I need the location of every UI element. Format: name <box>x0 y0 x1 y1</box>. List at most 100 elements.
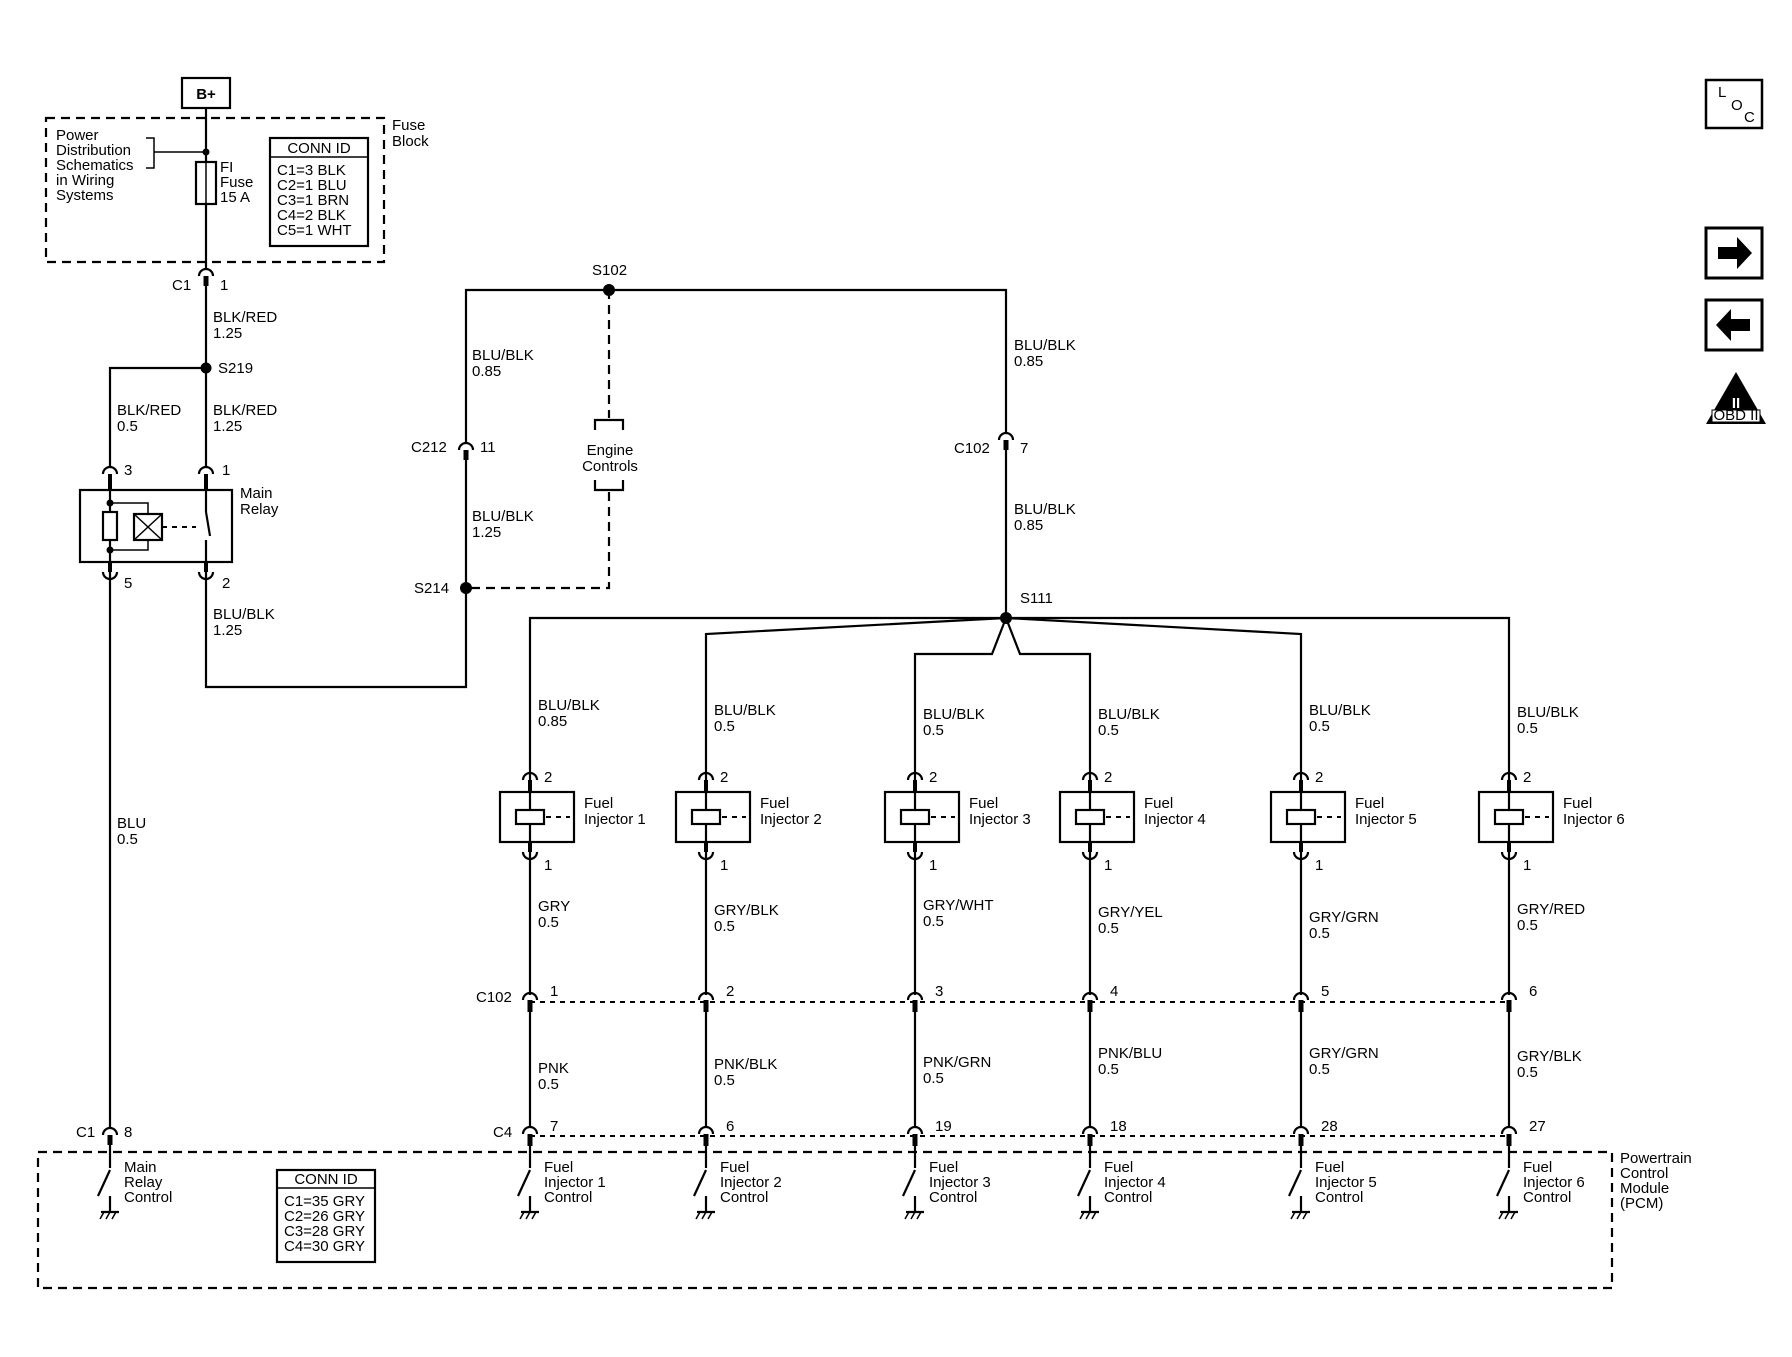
splice-s214 <box>460 582 472 594</box>
arrow-left-icon[interactable] <box>1704 298 1764 352</box>
loc-icon[interactable]: L O C <box>1704 78 1764 130</box>
svg-text:C212: C212 <box>411 439 447 456</box>
svg-text:3: 3 <box>124 462 132 479</box>
svg-text:8: 8 <box>124 1124 132 1141</box>
svg-text:C3=28 GRY: C3=28 GRY <box>284 1223 365 1240</box>
connector-c212: C212 11 <box>411 439 496 460</box>
pin-label: 7 <box>550 1118 558 1135</box>
svg-text:C4=2 BLK: C4=2 BLK <box>277 207 346 224</box>
svg-text:5: 5 <box>124 575 132 592</box>
power-distribution-ref[interactable]: Power Distribution Schematics in Wiring … <box>56 127 138 204</box>
svg-text:C102: C102 <box>954 440 990 457</box>
pin-label: 2 <box>1315 769 1323 786</box>
fuse-block-conn-id-table: CONN ID C1=3 BLK C2=1 BLU C3=1 BRN C4=2 … <box>268 136 370 248</box>
svg-text:C1: C1 <box>172 277 191 294</box>
pin-label: 1 <box>1523 857 1531 874</box>
svg-text:S219: S219 <box>218 360 253 377</box>
pin-label: 5 <box>1321 983 1329 1000</box>
connector-c1-top: C1 1 <box>172 267 228 294</box>
obd-ii-warning-icon[interactable]: II OBD II <box>1706 372 1766 424</box>
svg-text:L: L <box>1718 84 1726 101</box>
c102-row-id: C102 <box>476 989 512 1006</box>
pin-label: 2 <box>1104 769 1112 786</box>
pin-label: 27 <box>1529 1118 1546 1135</box>
svg-text:C3=1 BRN: C3=1 BRN <box>277 192 349 209</box>
pin-label: 1 <box>720 857 728 874</box>
svg-text:O: O <box>1731 97 1743 114</box>
svg-text:C1: C1 <box>76 1124 95 1141</box>
pin-label: 19 <box>935 1118 952 1135</box>
pin-label: 1 <box>544 857 552 874</box>
connector-c1-bottom: C1 8 <box>76 1124 132 1145</box>
pin-label: 2 <box>1523 769 1531 786</box>
pin-label: 2 <box>544 769 552 786</box>
svg-text:Main Relay Control: Main Relay Control <box>124 1159 172 1206</box>
svg-text:C2=1 BLU: C2=1 BLU <box>277 177 347 194</box>
pcm-conn-id-table: CONN ID C1=35 GRY C2=26 GRY C3=28 GRY C4… <box>275 1168 377 1264</box>
pcm-module: Powertrain Control Module (PCM) Main Rel… <box>36 1145 1692 1290</box>
pin-label: 1 <box>550 983 558 1000</box>
pin-label: 4 <box>1110 983 1118 1000</box>
pin-label: 2 <box>726 983 734 1000</box>
pin-label: 1 <box>1315 857 1323 874</box>
arrow-right-icon[interactable] <box>1704 226 1764 280</box>
svg-text:C2=26 GRY: C2=26 GRY <box>284 1208 365 1225</box>
pin-label: 3 <box>935 983 943 1000</box>
svg-text:C4=30 GRY: C4=30 GRY <box>284 1238 365 1255</box>
connector-c102-top: C102 7 <box>954 431 1028 457</box>
svg-text:CONN ID: CONN ID <box>294 1171 358 1188</box>
pin-label: 18 <box>1110 1118 1127 1135</box>
pin-label: 6 <box>726 1118 734 1135</box>
svg-text:C: C <box>1744 109 1755 126</box>
svg-text:C1=35 GRY: C1=35 GRY <box>284 1193 365 1210</box>
svg-text:11: 11 <box>480 439 496 456</box>
svg-text:C5=1 WHT: C5=1 WHT <box>277 222 352 239</box>
pin-label: 2 <box>720 769 728 786</box>
